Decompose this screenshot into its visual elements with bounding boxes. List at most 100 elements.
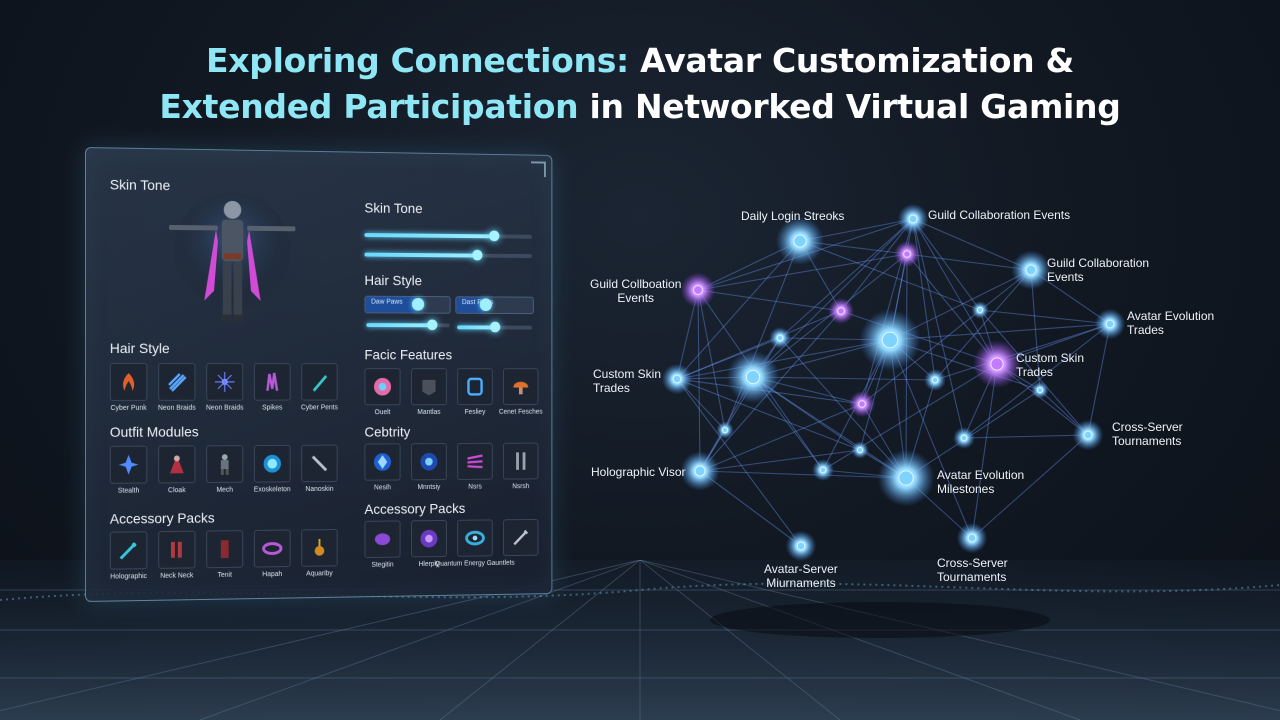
option-tile[interactable]: [503, 518, 539, 557]
network-edge: [979, 309, 1089, 436]
network-node[interactable]: [769, 327, 791, 349]
slider-knob[interactable]: [489, 230, 500, 242]
network-node[interactable]: [680, 451, 720, 491]
network-node[interactable]: [897, 203, 929, 235]
mech-icon: [220, 454, 229, 475]
option-tile[interactable]: Hlerply: [410, 519, 447, 568]
network-node[interactable]: [956, 522, 988, 554]
network-node[interactable]: [1094, 308, 1126, 340]
network-edge: [861, 269, 1032, 405]
option-tile[interactable]: Quantum Energy Gauntlets: [435, 519, 515, 568]
option-tile[interactable]: Nsrs: [457, 442, 493, 491]
network-edge: [676, 337, 781, 380]
slider-knob[interactable]: [426, 319, 438, 331]
option-label: Neon Braids: [157, 404, 196, 412]
option-label: Cyber Pents: [300, 404, 338, 412]
option-tile[interactable]: Stegitin: [364, 520, 401, 569]
network-node[interactable]: [812, 459, 834, 481]
slider-knob[interactable]: [472, 249, 483, 261]
network-node[interactable]: [775, 216, 825, 266]
network-edge: [1087, 323, 1111, 436]
option-tile[interactable]: Mech: [206, 445, 244, 494]
network-node-purple[interactable]: [848, 390, 876, 418]
network-node-purple[interactable]: [972, 339, 1022, 389]
network-node[interactable]: [716, 421, 734, 439]
network-edge: [699, 470, 802, 547]
network-edge: [699, 403, 863, 472]
option-tile[interactable]: Spikes: [253, 363, 291, 412]
network-edge: [934, 323, 1111, 381]
network-node[interactable]: [661, 363, 693, 395]
network-edge: [912, 218, 1032, 271]
label-line: Custom Skin: [593, 367, 662, 381]
option-tile[interactable]: Neon Braids: [206, 363, 243, 412]
option-label: Mnntsiy: [417, 483, 441, 492]
network-edge: [963, 323, 1111, 439]
option-tile[interactable]: Cloak: [158, 445, 196, 494]
option-tile[interactable]: Ouelt: [364, 368, 401, 416]
network-node[interactable]: [1031, 381, 1049, 399]
network-graph: [560, 180, 1280, 600]
network-node[interactable]: [953, 427, 975, 449]
skin-tone-title-right: Skin Tone: [364, 199, 423, 217]
hair-toggle-2[interactable]: Dast Paws: [455, 296, 534, 315]
toggle-knob[interactable]: [479, 298, 493, 312]
option-tile[interactable]: Neck Neck: [158, 530, 196, 580]
hair-toggle-1[interactable]: Daw Paws: [364, 295, 451, 314]
network-edge: [752, 376, 936, 381]
option-tile[interactable]: Exoskeleton: [254, 444, 291, 493]
option-tile[interactable]: Holographic: [109, 531, 148, 581]
label-line: Cross-Server: [1112, 420, 1183, 434]
network-edge: [934, 269, 1032, 381]
skin-tone-slider-1[interactable]: [364, 230, 532, 242]
option-tile[interactable]: Aquariby: [301, 529, 338, 578]
option-tile[interactable]: Stealth: [109, 445, 148, 495]
network-node[interactable]: [859, 309, 921, 371]
slider-knob[interactable]: [489, 321, 501, 333]
option-tile[interactable]: Cyber Pents: [301, 363, 338, 411]
toggle-knob[interactable]: [412, 297, 425, 311]
option-tile[interactable]: Hapah: [253, 529, 291, 578]
option-label: Mantlas: [417, 409, 441, 416]
option-tile[interactable]: Neon Braids: [158, 363, 196, 412]
hair-slider-1[interactable]: [366, 319, 450, 331]
network-node[interactable]: [851, 441, 869, 459]
option-tile[interactable]: Cyber Punk: [109, 363, 148, 412]
option-label: Cenet Fesches: [498, 408, 543, 416]
network-node-purple[interactable]: [827, 297, 855, 325]
option-tile[interactable]: Nanoskin: [301, 444, 338, 493]
network-node[interactable]: [1072, 419, 1104, 451]
network-node[interactable]: [1011, 250, 1051, 290]
option-tile[interactable]: Mnntsiy: [410, 443, 447, 491]
cebtrity-title: Cebtrity: [364, 423, 411, 440]
toggle-label: Daw Paws: [371, 298, 403, 306]
network-node[interactable]: [726, 350, 780, 404]
avatar-preview[interactable]: [163, 191, 301, 327]
option-tile[interactable]: Cenet Fesches: [499, 368, 543, 416]
network-node-purple[interactable]: [893, 240, 921, 268]
label-holographic-visor: Holographic Visor: [591, 465, 686, 479]
network-edge: [971, 363, 998, 539]
option-tile[interactable]: Fesliey: [457, 368, 493, 416]
skin-tone-slider-2[interactable]: [364, 249, 532, 261]
network-node[interactable]: [785, 530, 817, 562]
option-tile[interactable]: Nsrsh: [503, 442, 539, 490]
title-rest-1: Avatar Customization &: [628, 41, 1074, 80]
network-node-purple[interactable]: [680, 272, 716, 308]
network-node[interactable]: [877, 449, 935, 507]
option-tile[interactable]: Mantlas: [410, 368, 447, 416]
network-node[interactable]: [971, 301, 989, 319]
option-tile[interactable]: Tenit: [206, 530, 244, 579]
option-tile[interactable]: Nesih: [364, 443, 401, 491]
network-edge: [697, 253, 908, 291]
cebtrity-tiles: Nesih Mnntsiy Nsrs Nsrsh: [364, 442, 548, 491]
network-node[interactable]: [924, 369, 946, 391]
hair-slider-2[interactable]: [457, 321, 532, 333]
network-edge: [889, 339, 973, 539]
option-label: Nesih: [374, 484, 392, 492]
